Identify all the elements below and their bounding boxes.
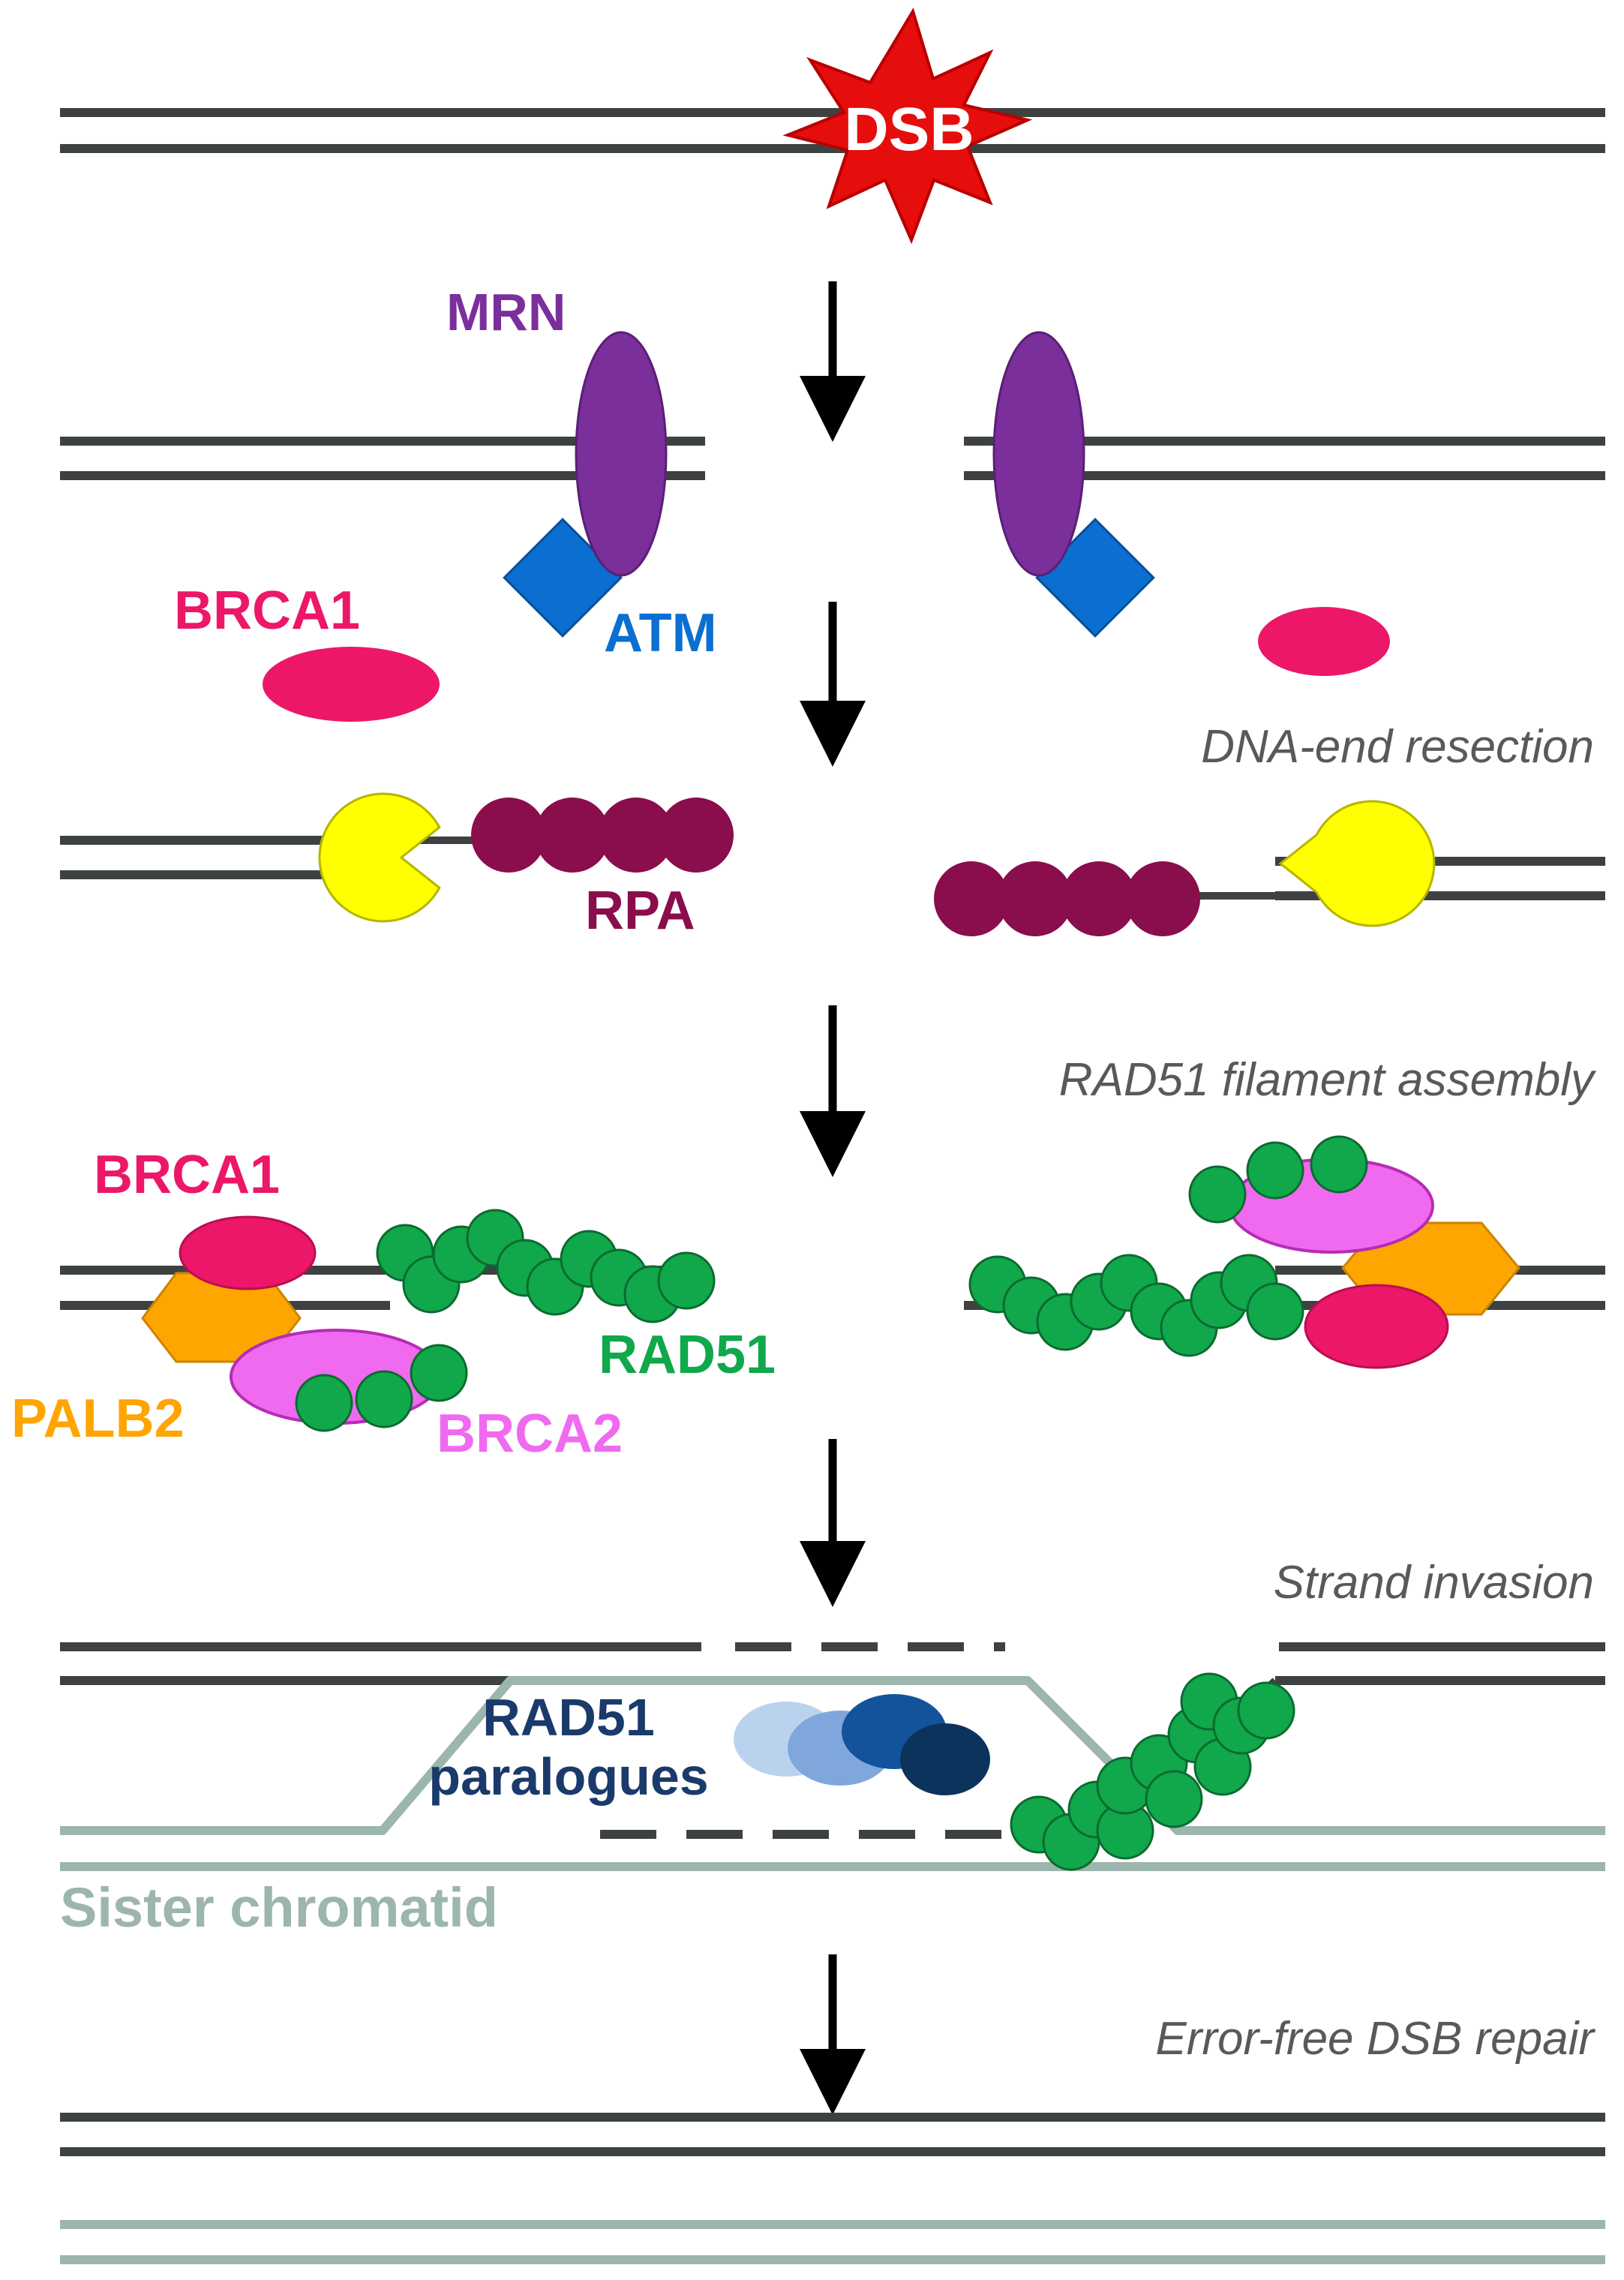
sister-chromatid-strand xyxy=(60,1676,1605,1835)
stage-resection: RPA xyxy=(60,792,1605,941)
rad51-bound-brca2 xyxy=(1188,1135,1368,1224)
brca1-icon xyxy=(263,647,440,722)
brca1-icon xyxy=(179,1215,317,1290)
rpa-label: RPA xyxy=(585,881,695,941)
rad51-filament-right xyxy=(968,1254,1304,1357)
rpa-icon xyxy=(1061,861,1136,936)
rad51-filament-left xyxy=(376,1209,716,1323)
stage-dsb: DSB xyxy=(60,8,1605,245)
sister-chromatid-label: Sister chromatid xyxy=(60,1876,498,1939)
brca1-icon xyxy=(1304,1284,1449,1369)
rad51-paralogues-label: RAD51 xyxy=(482,1688,655,1747)
rpa-icon xyxy=(471,798,546,873)
rad51-icon xyxy=(410,1344,468,1402)
brca1-label: BRCA1 xyxy=(94,1145,280,1205)
rad51-icon xyxy=(1145,1770,1203,1828)
rad51-icon xyxy=(355,1370,413,1428)
resection-nuclease-icon xyxy=(318,792,441,923)
palb2-label: PALB2 xyxy=(11,1389,185,1449)
rpa-icon xyxy=(535,798,610,873)
atm-label: ATM xyxy=(604,603,717,663)
rad51-bound-brca2 xyxy=(295,1344,468,1432)
rad51-paralogue-icon xyxy=(900,1723,990,1795)
stage-invasion: RAD51 paralogues Sister chromatid xyxy=(60,1642,1605,1939)
rad51-icon xyxy=(295,1374,353,1432)
mrn-label: MRN xyxy=(446,283,566,341)
mrn-icon xyxy=(992,331,1085,577)
rad51-icon xyxy=(1237,1681,1295,1740)
rpa-icon xyxy=(599,798,674,873)
dsb-label: DSB xyxy=(844,95,974,164)
brca2-label: BRCA2 xyxy=(437,1404,623,1464)
rad51-paralogues-complex xyxy=(734,1694,990,1795)
rpa-icon xyxy=(934,861,1009,936)
rad51-paralogues-label: paralogues xyxy=(428,1747,708,1806)
brca1-icon xyxy=(1258,607,1390,676)
brca1-label: BRCA1 xyxy=(174,581,360,641)
palb2-icon xyxy=(141,1272,302,1363)
resection-nuclease-icon xyxy=(1278,800,1436,927)
step-label-repair: Error-free DSB repair xyxy=(1155,2013,1595,2065)
step-label-filament: RAD51 filament assembly xyxy=(1059,1054,1597,1106)
stage-mrn: MRN ATM BRCA1 xyxy=(60,283,1605,722)
step-label-resection: DNA-end resection xyxy=(1201,721,1594,773)
rad51-icon xyxy=(1246,1141,1304,1200)
stage-filament: BRCA1 PALB2 BRCA2 RAD51 xyxy=(11,1135,1605,1464)
rad51-icon xyxy=(657,1251,716,1310)
rpa-chain xyxy=(471,798,1200,936)
rpa-icon xyxy=(659,798,734,873)
rad51-invading-filament xyxy=(1010,1672,1295,1871)
rpa-icon xyxy=(998,861,1073,936)
mrn-icon xyxy=(575,331,668,577)
stage-repaired xyxy=(60,2113,1605,2264)
step-label-invasion: Strand invasion xyxy=(1274,1557,1594,1609)
rad51-label: RAD51 xyxy=(599,1325,776,1385)
rpa-icon xyxy=(1125,861,1200,936)
dsb-burst-icon xyxy=(782,8,1033,245)
rad51-icon xyxy=(1310,1135,1368,1194)
rad51-icon xyxy=(1188,1165,1247,1224)
rad51-icon xyxy=(1246,1282,1304,1341)
